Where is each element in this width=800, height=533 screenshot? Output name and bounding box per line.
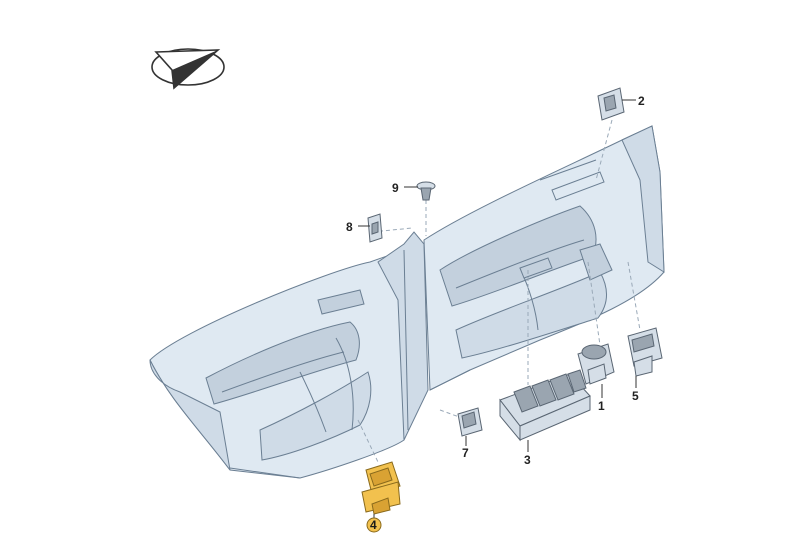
callout-4-highlighted: 4 [366, 517, 382, 533]
callout-2: 2 [638, 94, 645, 108]
b-pillar [377, 231, 429, 441]
part-8-bracket [367, 213, 383, 243]
callout-8: 8 [346, 220, 353, 234]
front-door-panel [423, 125, 665, 391]
callout-4: 4 [370, 518, 377, 532]
part-3-window-switch-block [499, 369, 591, 442]
part-1-mirror-switch [577, 343, 615, 385]
callout-9: 9 [392, 181, 399, 195]
callout-1: 1 [598, 399, 605, 413]
part-5-switch [627, 327, 663, 377]
part-4-highlighted-switch [361, 461, 401, 515]
rear-door-panel [149, 249, 405, 479]
part-9-clip [416, 181, 436, 201]
part-2-switch-bezel [597, 87, 625, 121]
compass-arrow-icon [151, 48, 225, 90]
part-7-single-switch [457, 407, 483, 437]
reference-lines [357, 119, 641, 463]
callout-7: 7 [462, 446, 469, 460]
callout-5: 5 [632, 389, 639, 403]
leader-lines [358, 99, 637, 520]
callout-3: 3 [524, 453, 531, 467]
